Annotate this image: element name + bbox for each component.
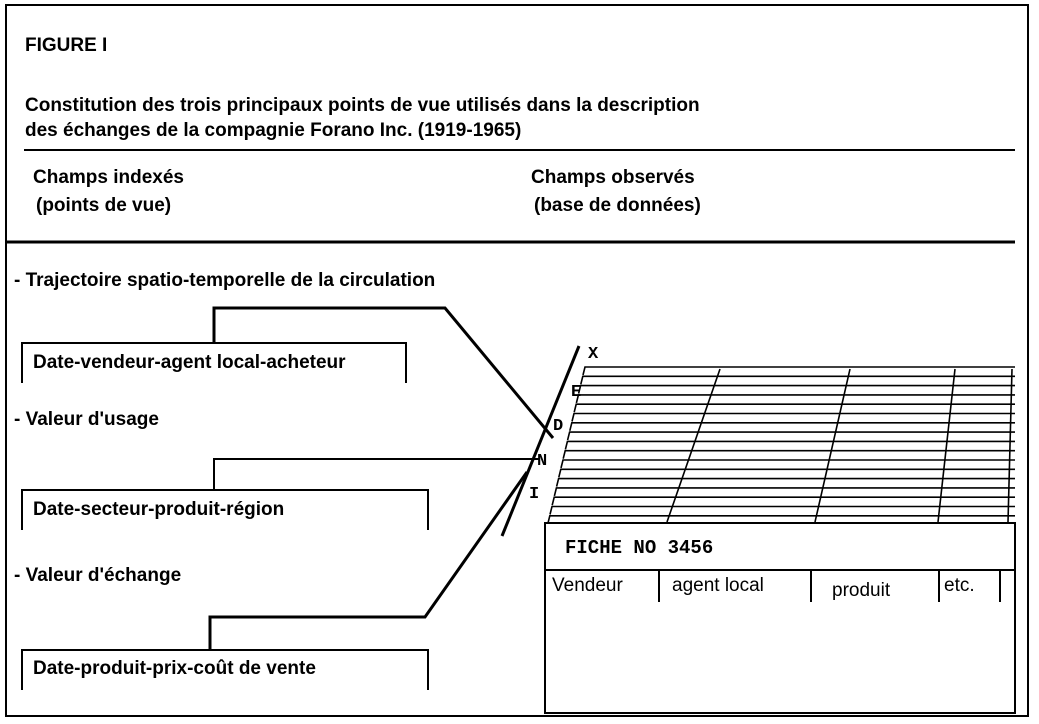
figure-title-line-2: des échanges de la compagnie Forano Inc.…	[25, 120, 522, 141]
fiche-column-etc: etc.	[944, 575, 975, 596]
fiche-card-edge	[553, 487, 1015, 497]
fiche-card-edge	[555, 477, 1015, 487]
index-letter-i: I	[529, 485, 539, 504]
observed-fields-heading: Champs observés	[531, 167, 695, 188]
figure-title-line-1: Constitution des trois principaux points…	[25, 95, 700, 116]
index-letter-x: X	[588, 345, 599, 364]
viewpoint-fields-exchange-value: Date-produit-prix-coût de vente	[33, 658, 316, 679]
fields-bracket-trajectory	[21, 342, 407, 383]
viewpoint-fields-trajectory: Date-vendeur-agent local-acheteur	[33, 352, 346, 373]
index-spine	[500, 345, 581, 537]
indexed-fields-heading: Champs indexés	[33, 167, 184, 188]
fiche-stack-divider	[666, 368, 721, 523]
fiche-card-edge	[560, 459, 1015, 469]
fiche-column-produit: produit	[832, 580, 891, 601]
fiche-column-agent-local: agent local	[672, 575, 764, 596]
index-letter-n: N	[537, 452, 547, 471]
indexed-fields-subheading: (points de vue)	[36, 195, 172, 216]
fiche-column-vendeur: Vendeur	[552, 575, 623, 596]
fiche-card-edge	[564, 440, 1015, 450]
fiche-stack-divider	[814, 368, 851, 523]
fiche-card-edge	[577, 384, 1015, 394]
index-letter-e: E	[571, 383, 581, 402]
figure-frame	[5, 4, 1029, 717]
fiche-card-edge	[547, 515, 1015, 524]
fiche-card-edge	[549, 505, 1015, 515]
fiche-title: FICHE NO 3456	[565, 537, 714, 559]
fiche-card-front	[544, 522, 1016, 714]
fields-bracket-use-value	[21, 489, 429, 530]
fiche-card-edge	[571, 412, 1015, 422]
fiche-card-edge	[551, 496, 1015, 506]
fiche-card-edge	[580, 375, 1015, 385]
index-letter-d: D	[553, 417, 563, 436]
fiche-stack-divider	[1007, 368, 1013, 523]
fiche-card-edge	[562, 449, 1015, 459]
fiche-card-edge	[582, 366, 1015, 376]
figure-label: FIGURE I	[25, 35, 108, 56]
fiche-card-edge	[575, 394, 1015, 404]
fiche-card-stack	[547, 366, 1015, 524]
fiche-card-edge	[566, 431, 1015, 441]
viewpoint-fields-use-value: Date-secteur-produit-région	[33, 499, 285, 520]
fiche-card-edge	[573, 403, 1015, 413]
observed-fields-subheading: (base de données)	[534, 195, 701, 216]
fiche-card-edge	[558, 468, 1015, 478]
fiche-stack-divider	[937, 368, 956, 523]
viewpoint-heading-exchange-value: - Valeur d'échange	[14, 565, 182, 586]
connector-use-value	[213, 458, 540, 490]
viewpoint-heading-use-value: - Valeur d'usage	[14, 409, 159, 430]
fields-bracket-exchange-value	[21, 649, 429, 690]
viewpoint-heading-trajectory: - Trajectoire spatio-temporelle de la ci…	[14, 270, 436, 291]
fiche-card-edge	[569, 422, 1015, 431]
connector-trajectory	[212, 306, 555, 439]
connector-exchange-value	[208, 471, 529, 650]
